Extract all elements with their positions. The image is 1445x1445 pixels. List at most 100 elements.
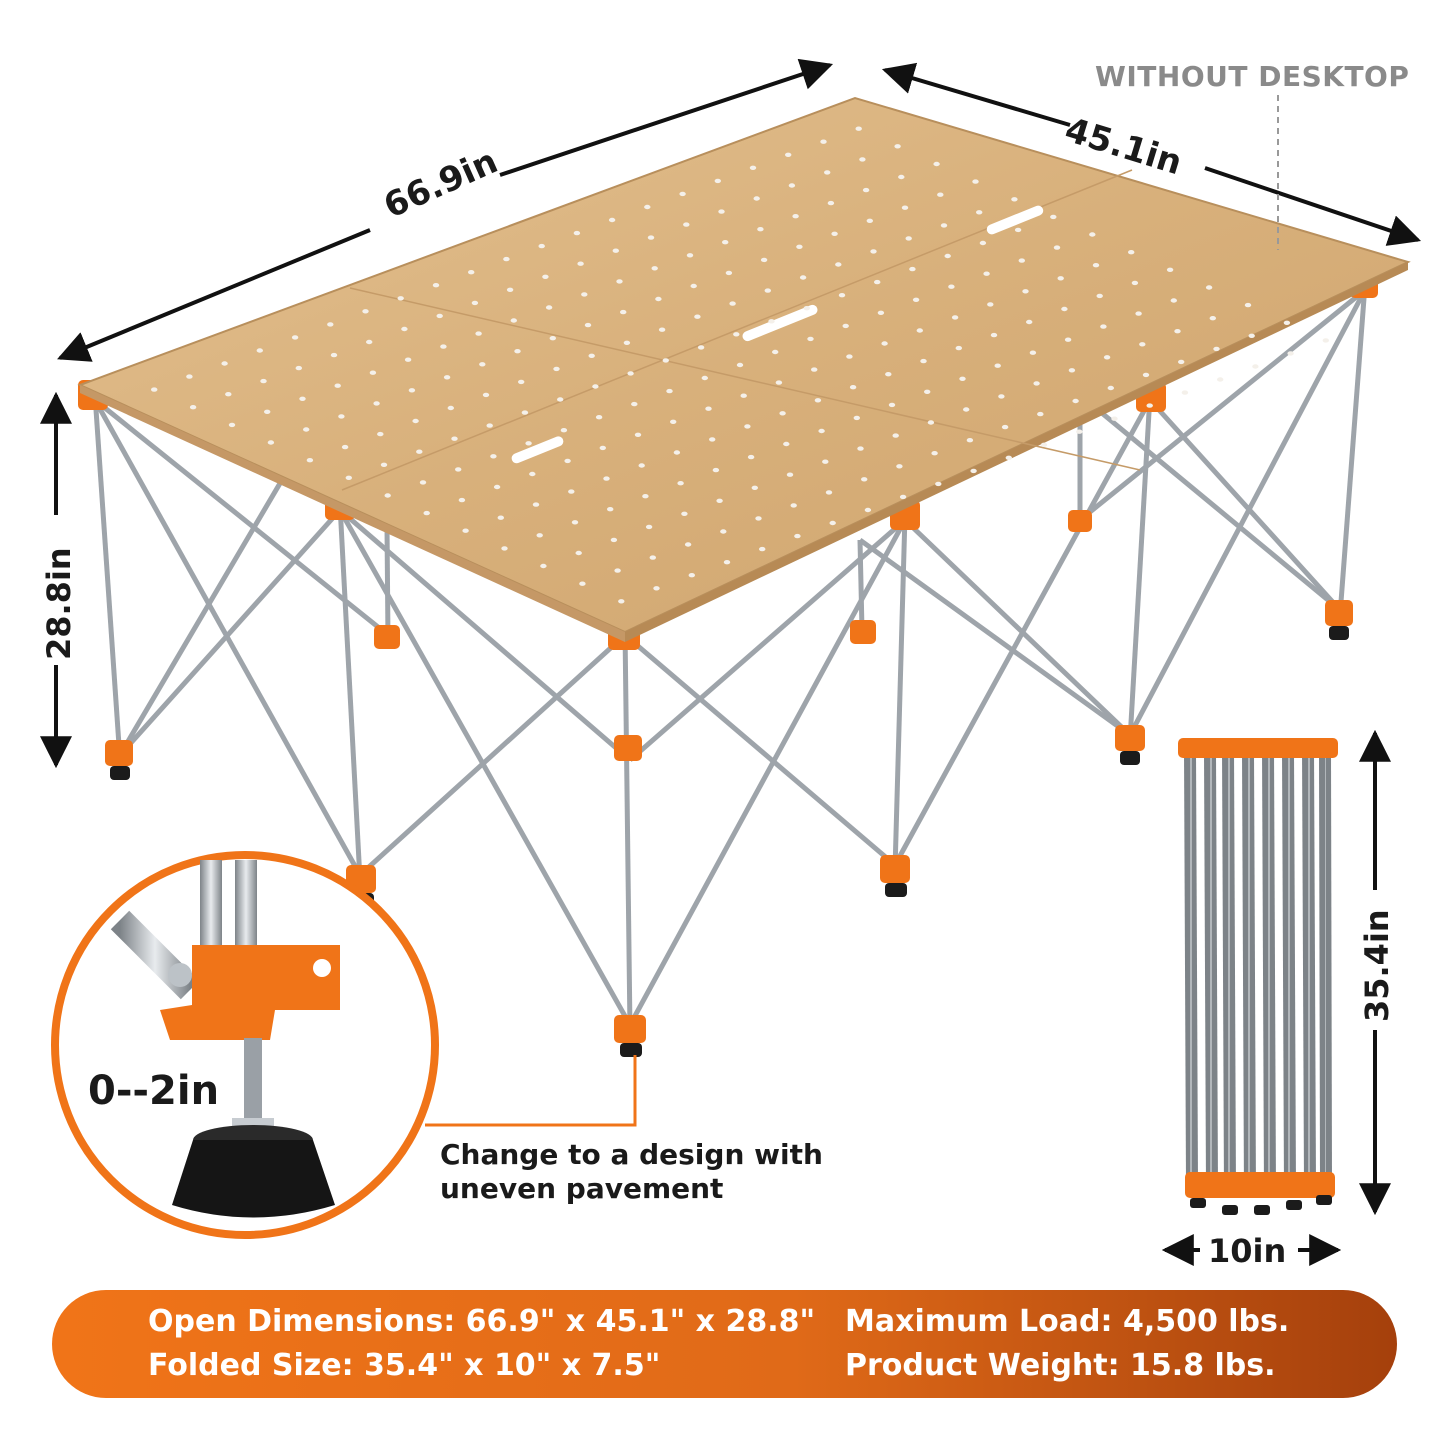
uneven-pavement-callout: Change to a design with uneven pavement (440, 1138, 823, 1205)
dog-hole (345, 475, 352, 480)
dog-hole (733, 332, 740, 337)
dog-hole (755, 516, 762, 521)
dog-hole (842, 323, 849, 329)
dog-hole (1181, 390, 1189, 395)
dog-hole (944, 253, 951, 259)
dog-hole (416, 449, 423, 454)
dog-hole (701, 375, 708, 381)
dog-hole (468, 270, 475, 275)
dog-hole (794, 533, 801, 539)
dog-hole (829, 520, 836, 526)
dog-hole (506, 287, 514, 292)
dog-hole (744, 424, 751, 429)
dog-hole (714, 178, 721, 184)
folded-height-label: 35.4in (1358, 909, 1396, 1022)
dog-hole (983, 271, 990, 276)
dog-hole (256, 348, 263, 353)
dog-hole (684, 542, 692, 547)
dog-hole (1103, 355, 1111, 360)
dog-hole (679, 191, 686, 197)
dog-hole (303, 427, 310, 432)
dog-hole (1135, 311, 1142, 316)
dog-hole (653, 586, 660, 591)
dog-hole (783, 441, 790, 447)
dog-hole (482, 392, 490, 398)
dog-hole (753, 196, 760, 201)
dog-hole (861, 477, 868, 482)
dog-hole (579, 581, 586, 586)
dog-hole (994, 363, 1001, 368)
dog-hole (658, 327, 666, 332)
dog-hole (694, 314, 701, 319)
dog-hole (1287, 351, 1294, 356)
dog-hole (712, 467, 720, 473)
dog-hole (618, 599, 625, 604)
dog-hole (560, 428, 568, 433)
dog-hole (330, 352, 338, 358)
dog-hole (189, 405, 197, 410)
dog-hole (1174, 329, 1181, 334)
dog-hole (501, 546, 508, 551)
dog-hole (571, 520, 579, 525)
dog-hole (963, 407, 970, 412)
maximum-load-spec: Maximum Load: 4,500 lbs. (845, 1304, 1290, 1339)
dog-hole (514, 349, 521, 354)
dog-hole (1037, 411, 1044, 417)
dog-hole (651, 266, 658, 271)
dog-hole (404, 357, 412, 362)
dog-hole (412, 418, 419, 424)
dog-hole (612, 248, 619, 253)
dog-hole (1107, 385, 1115, 391)
dog-hole (623, 340, 631, 345)
dog-hole (831, 231, 838, 236)
height-dimension-label: 28.8in (40, 547, 78, 660)
dog-hole (859, 157, 866, 162)
dog-hole (1166, 267, 1174, 272)
dog-hole (835, 262, 842, 267)
dog-hole (607, 507, 614, 512)
dog-hole (788, 183, 796, 188)
dog-hole (186, 374, 193, 379)
dog-hole (1205, 285, 1213, 290)
dog-hole (866, 218, 873, 223)
dog-hole (740, 393, 747, 398)
dog-hole (564, 458, 571, 464)
dog-hole (1128, 250, 1135, 255)
dog-hole (221, 361, 228, 366)
dog-hole (299, 396, 306, 401)
dog-hole (757, 227, 764, 232)
dog-hole (1005, 455, 1012, 460)
dog-hole (267, 440, 275, 445)
dog-hole (603, 476, 610, 481)
dog-hole (990, 332, 998, 338)
dog-hole (976, 210, 983, 215)
dog-hole (1209, 316, 1217, 321)
dog-hole (1089, 232, 1096, 237)
dog-hole (877, 310, 885, 315)
dog-hole (673, 450, 681, 455)
dog-hole (306, 458, 314, 463)
dog-hole (779, 411, 786, 416)
open-dimensions-spec: Open Dimensions: 66.9" x 45.1" x 28.8" (148, 1304, 816, 1339)
dog-hole (709, 437, 716, 442)
dog-hole (1001, 424, 1009, 430)
dog-hole (933, 161, 940, 167)
dog-hole (677, 481, 684, 486)
dog-hole (338, 414, 345, 419)
dog-hole (764, 288, 771, 293)
dog-hole (894, 144, 901, 149)
dog-hole (927, 420, 935, 425)
dog-hole (1076, 429, 1083, 434)
dog-hole (260, 378, 267, 384)
dog-hole (951, 315, 959, 320)
dog-hole (1322, 338, 1330, 343)
dog-hole (1057, 276, 1064, 281)
dog-hole (538, 243, 545, 249)
dog-hole (799, 275, 807, 280)
dog-hole (822, 459, 829, 464)
dog-hole (825, 490, 833, 495)
dog-hole (377, 431, 384, 437)
table-frame (92, 284, 1368, 1031)
dog-hole (818, 428, 825, 434)
